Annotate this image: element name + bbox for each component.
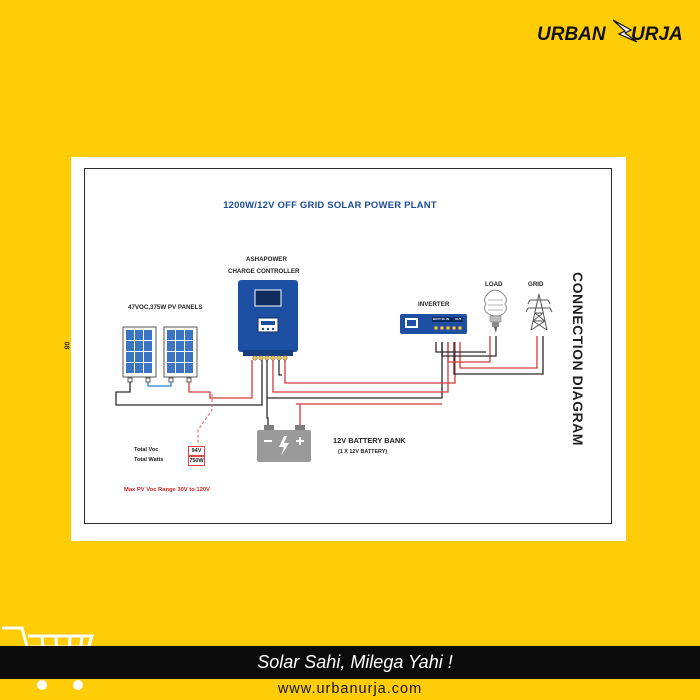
max-pv-voc-note: Max PV Voc Range 30V to 120V [124, 487, 210, 493]
inverter-terminal-batt: BATT IN [433, 317, 445, 321]
diagram-frame [84, 168, 612, 524]
battery [257, 425, 311, 462]
connection-diagram-title: CONNECTION DIAGRAM [570, 272, 586, 446]
inverter [400, 314, 467, 334]
total-voc-value: 94V [188, 446, 205, 456]
inverter-terminal-in: IN [446, 317, 449, 321]
inverter-label: INVERTER [418, 301, 450, 308]
urban-urja-logo: URBAN URJA [537, 19, 683, 45]
page-number: 08 [62, 341, 70, 350]
brand-part1: URBAN [537, 24, 607, 45]
lightning-icon [612, 19, 638, 43]
total-watts-value: 750W [188, 456, 205, 466]
pv-panels-label: 47VOC,375W PV PANELS [128, 304, 203, 311]
slogan-bar [0, 646, 700, 679]
battery-bank-label: 12V BATTERY BANK [333, 436, 406, 445]
website-link[interactable]: www.urbanurja.com [277, 681, 423, 697]
pv-panel-2 [163, 326, 198, 383]
inverter-terminal-out: OUT [455, 317, 462, 321]
load-label: LOAD [485, 281, 503, 288]
grid-label: GRID [528, 281, 544, 288]
grid-tower-icon [525, 293, 553, 331]
voc-measure-line [197, 394, 213, 445]
total-watts-label: Total Watts [134, 457, 164, 463]
charge-controller [238, 280, 298, 361]
controller-wiring [266, 342, 456, 427]
controller-label-brand: ASHAPOWER [246, 256, 287, 263]
pv-wiring [115, 360, 263, 406]
battery-count-label: (1 X 12V BATTERY) [338, 449, 388, 455]
ac-wiring [435, 336, 544, 375]
pv-panel-1 [122, 326, 157, 383]
diagram-title: 1200W/12V OFF GRID SOLAR POWER PLANT [223, 200, 437, 211]
controller-label: CHARGE CONTROLLER [228, 268, 300, 275]
brand-part2: URJA [631, 24, 683, 45]
bulb-icon [484, 289, 507, 333]
total-voc-label: Total Voc [134, 447, 159, 453]
slogan-text: Solar Sahi, Milega Yahi ! [257, 652, 453, 672]
